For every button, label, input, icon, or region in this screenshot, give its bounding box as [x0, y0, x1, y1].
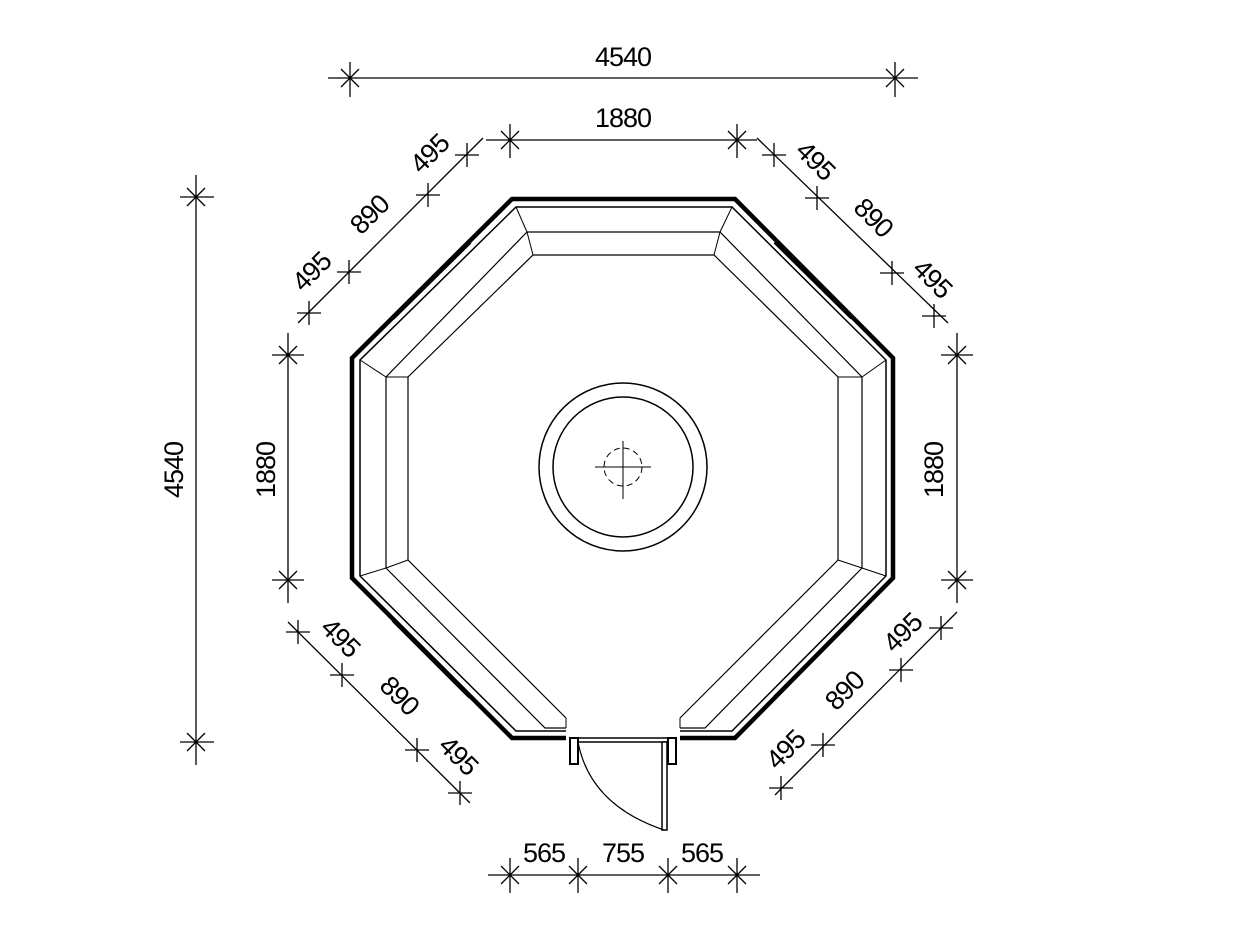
dim-bottom-right-a: 495: [877, 607, 928, 658]
dim-top-left-a: 495: [404, 128, 455, 179]
dim-right-face: 1880: [919, 442, 949, 498]
dim-top-left-b: 890: [344, 189, 395, 240]
dim-top-right-a: 495: [790, 135, 841, 186]
dim-left-face: 1880: [251, 442, 281, 498]
door-leaf: [661, 741, 668, 831]
bench-inner-edge: [407, 254, 839, 719]
door: [569, 737, 677, 831]
door-swing-arc: [577, 741, 665, 831]
dim-top-left-c: 495: [286, 246, 337, 297]
dim-overall-height: 4540: [159, 442, 189, 498]
dim-overall-width: 4540: [595, 42, 651, 72]
dim-bottom-door: 755: [602, 838, 644, 868]
dimension-ticks: [186, 68, 967, 885]
dim-bottom-left: 565: [523, 838, 565, 868]
dimension-lines: [180, 62, 973, 893]
dim-bottom-right-b: 890: [819, 665, 870, 716]
dim-bottom-right: 565: [681, 838, 723, 868]
dim-top-right-c: 495: [907, 253, 958, 304]
central-stove: [538, 382, 708, 552]
bench-outer-edge: [385, 231, 863, 729]
window-marks: [391, 240, 854, 699]
dim-top-face: 1880: [595, 103, 651, 133]
dim-bottom-left-b: 890: [374, 670, 425, 721]
dim-top-right-b: 890: [848, 192, 899, 243]
bench-corner-joints: [359, 206, 887, 728]
dim-bottom-right-c: 495: [760, 724, 811, 775]
